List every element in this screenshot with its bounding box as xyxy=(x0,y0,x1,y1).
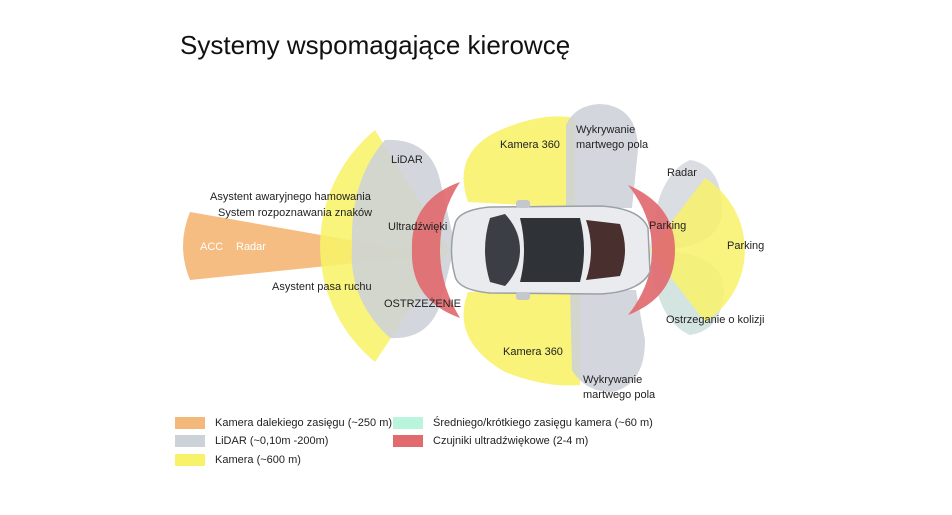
legend-label: Średniego/krótkiego zasięgu kamera (~60 … xyxy=(433,417,653,429)
legend-swatch xyxy=(175,417,205,429)
label-acc: ACC xyxy=(200,241,223,253)
label-blind-spot-top-2: martwego pola xyxy=(576,139,649,151)
legend-item-lidar: LiDAR (~0,10m -200m) xyxy=(175,435,328,447)
page-title: Systemy wspomagające kierowcę xyxy=(180,30,571,60)
label-radar-rear: Radar xyxy=(667,167,697,179)
car-mirror-top xyxy=(516,200,530,208)
label-lidar: LiDAR xyxy=(391,154,423,166)
blind-spot-top-zone xyxy=(566,104,638,208)
legend-label: LiDAR (~0,10m -200m) xyxy=(215,435,329,447)
label-parking-inner: Parking xyxy=(649,220,686,232)
car-mirror-bottom xyxy=(516,292,530,300)
car-top-view xyxy=(450,200,651,300)
rear-camera-zone xyxy=(650,178,745,322)
legend-label: Czujniki ultradźwiękowe (2-4 m) xyxy=(433,435,589,447)
legend-item-mid-short: Średniego/krótkiego zasięgu kamera (~60 … xyxy=(393,417,653,429)
label-warning: OSTRZEŻENIE xyxy=(384,297,461,310)
label-collision-warning: Ostrzeganie o kolizji xyxy=(666,314,764,326)
label-blind-spot-bottom-2: martwego pola xyxy=(583,389,656,401)
label-emergency-brake: Asystent awaryjnego hamowania xyxy=(210,191,372,203)
label-blind-spot-bottom-1: Wykrywanie xyxy=(583,374,642,386)
car-windshield xyxy=(485,214,520,286)
label-radar-front: Radar xyxy=(236,241,266,253)
label-camera360-top: Kamera 360 xyxy=(500,139,560,151)
label-sign-recognition: System rozpoznawania znaków xyxy=(218,207,372,219)
acc-long-range-zone xyxy=(183,212,435,280)
label-parking-outer: Parking xyxy=(727,240,764,252)
legend-label: Kamera (~600 m) xyxy=(215,454,301,466)
legend-label: Kamera dalekiego zasięgu (~250 m) xyxy=(215,417,393,429)
car-rear-window xyxy=(586,220,625,280)
label-blind-spot-top-1: Wykrywanie xyxy=(576,124,635,136)
camera360-bottom-zone xyxy=(463,290,580,386)
label-lane-assist: Asystent pasa ruchu xyxy=(272,281,372,293)
legend-swatch xyxy=(393,417,423,429)
label-camera360-bottom: Kamera 360 xyxy=(503,346,563,358)
legend-item-camera: Kamera (~600 m) xyxy=(175,454,301,466)
camera360-top-zone xyxy=(463,116,575,208)
legend-swatch xyxy=(175,454,205,466)
car-roof xyxy=(520,218,584,282)
legend-item-ultrasonic: Czujniki ultradźwiękowe (2-4 m) xyxy=(393,435,588,447)
ultrasonic-rear-arc xyxy=(628,185,675,315)
legend: Kamera dalekiego zasięgu (~250 m) LiDAR … xyxy=(175,413,695,473)
legend-swatch xyxy=(175,435,205,447)
legend-swatch xyxy=(393,435,423,447)
ultrasonic-front-arc xyxy=(411,182,460,318)
blind-spot-bottom-zone xyxy=(570,290,645,392)
label-ultrasonic: Ultradźwięki xyxy=(388,221,447,233)
legend-item-long-range: Kamera dalekiego zasięgu (~250 m) xyxy=(175,417,392,429)
